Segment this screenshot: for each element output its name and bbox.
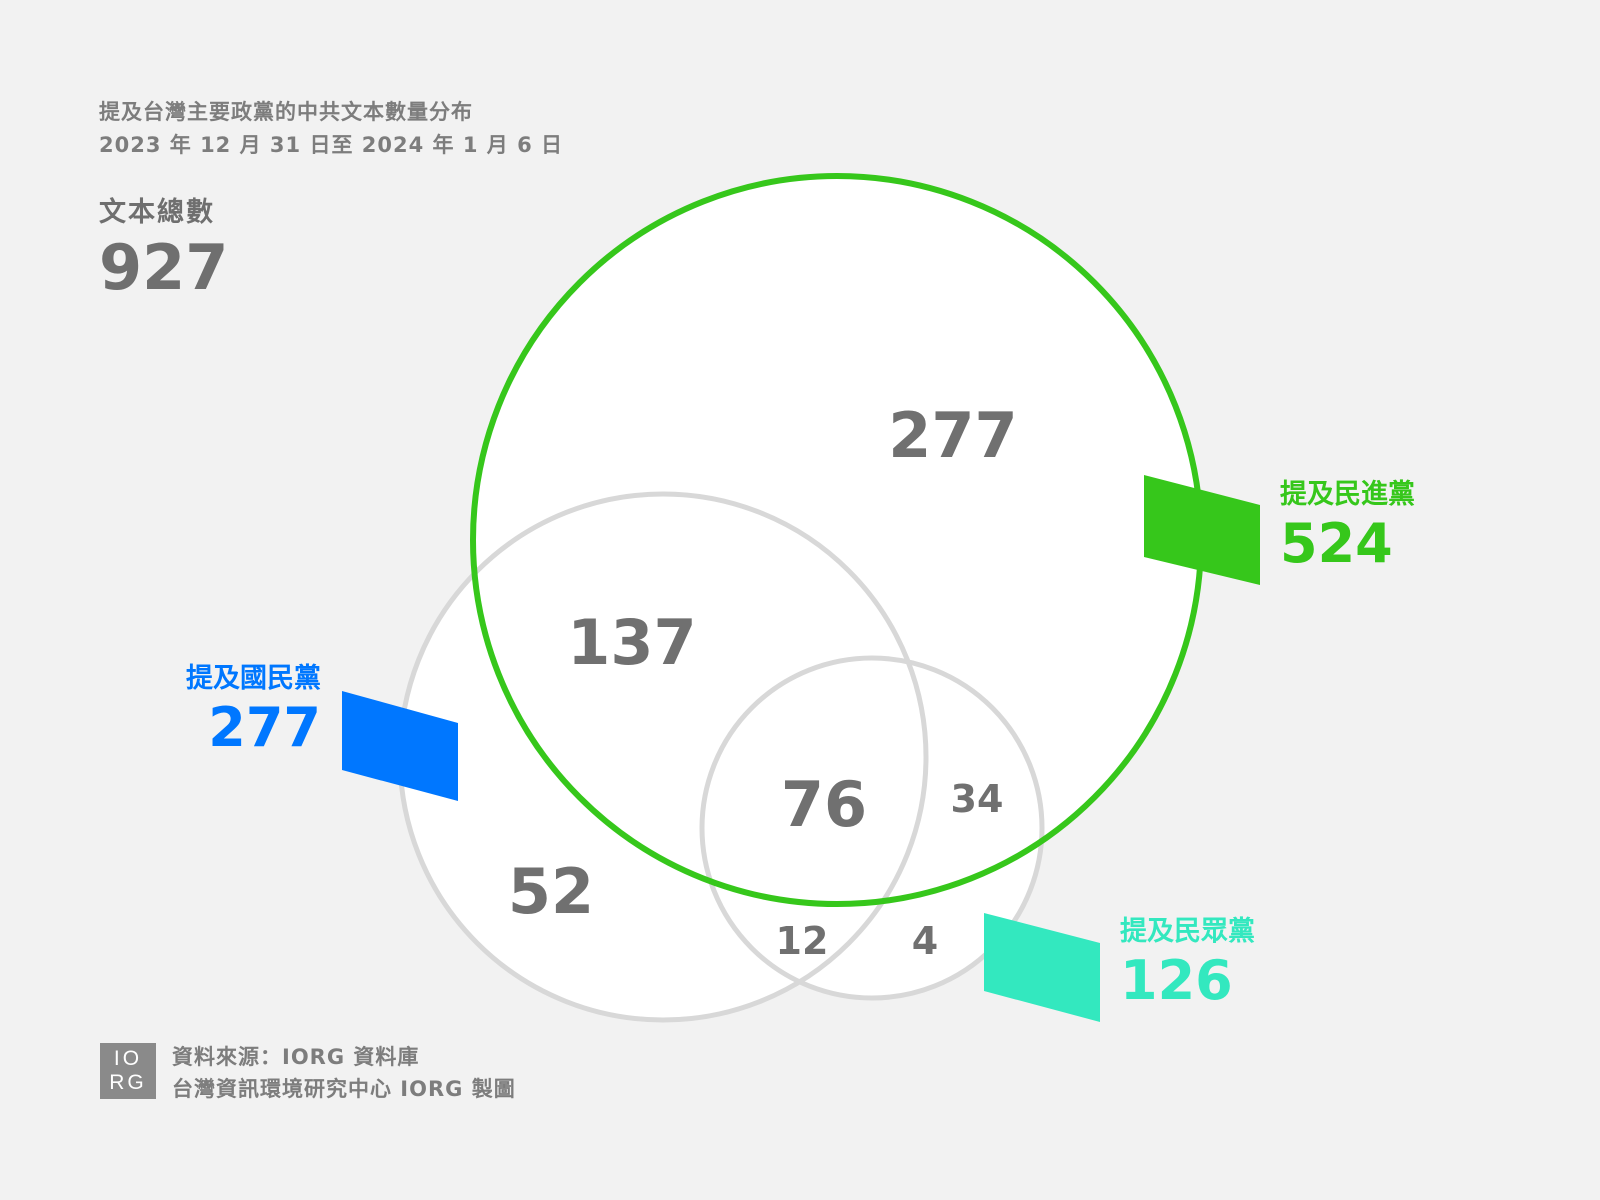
dpp-label-name: 提及民進黨 <box>1280 479 1415 510</box>
kmt-label-name: 提及國民黨 <box>186 663 321 694</box>
region-all-three: 76 <box>781 768 867 841</box>
total-value: 927 <box>99 231 229 304</box>
region-kmt-only: 52 <box>508 855 594 928</box>
kmt-label-value: 277 <box>208 696 321 759</box>
logo-top-text: IO <box>113 1047 143 1070</box>
tpp-label-flag <box>984 913 1100 1022</box>
credit-note: 台灣資訊環境研究中心 IORG 製圖 <box>172 1077 516 1101</box>
tpp-label-name: 提及民眾黨 <box>1120 916 1255 947</box>
dpp-label-value: 524 <box>1280 512 1393 575</box>
region-dpp-kmt: 137 <box>567 606 696 679</box>
chart-date-range: 2023 年 12 月 31 日至 2024 年 1 月 6 日 <box>99 133 563 157</box>
dpp-circle-fill <box>473 176 1201 904</box>
kmt-label-flag <box>342 691 458 801</box>
total-label: 文本總數 <box>99 197 215 228</box>
footer-text: 資料來源：IORG 資料庫 台灣資訊環境研究中心 IORG 製圖 <box>172 1041 516 1105</box>
region-tpp-only: 4 <box>912 919 938 963</box>
region-dpp-only: 277 <box>888 399 1017 472</box>
logo-bottom-text: RG <box>109 1071 147 1094</box>
dpp-label-flag <box>1144 475 1260 585</box>
chart-title: 提及台灣主要政黨的中共文本數量分布 <box>99 100 473 124</box>
tpp-label-value: 126 <box>1120 949 1233 1012</box>
region-dpp-tpp: 34 <box>951 777 1004 821</box>
region-kmt-tpp: 12 <box>776 919 829 963</box>
tpp-circle <box>699 655 1045 1001</box>
iorg-logo: IO RG <box>100 1043 156 1099</box>
total-block: 文本總數 927 <box>99 190 228 303</box>
source-note: 資料來源：IORG 資料庫 <box>172 1045 420 1069</box>
chart-header: 提及台灣主要政黨的中共文本數量分布 2023 年 12 月 31 日至 2024… <box>99 96 563 162</box>
